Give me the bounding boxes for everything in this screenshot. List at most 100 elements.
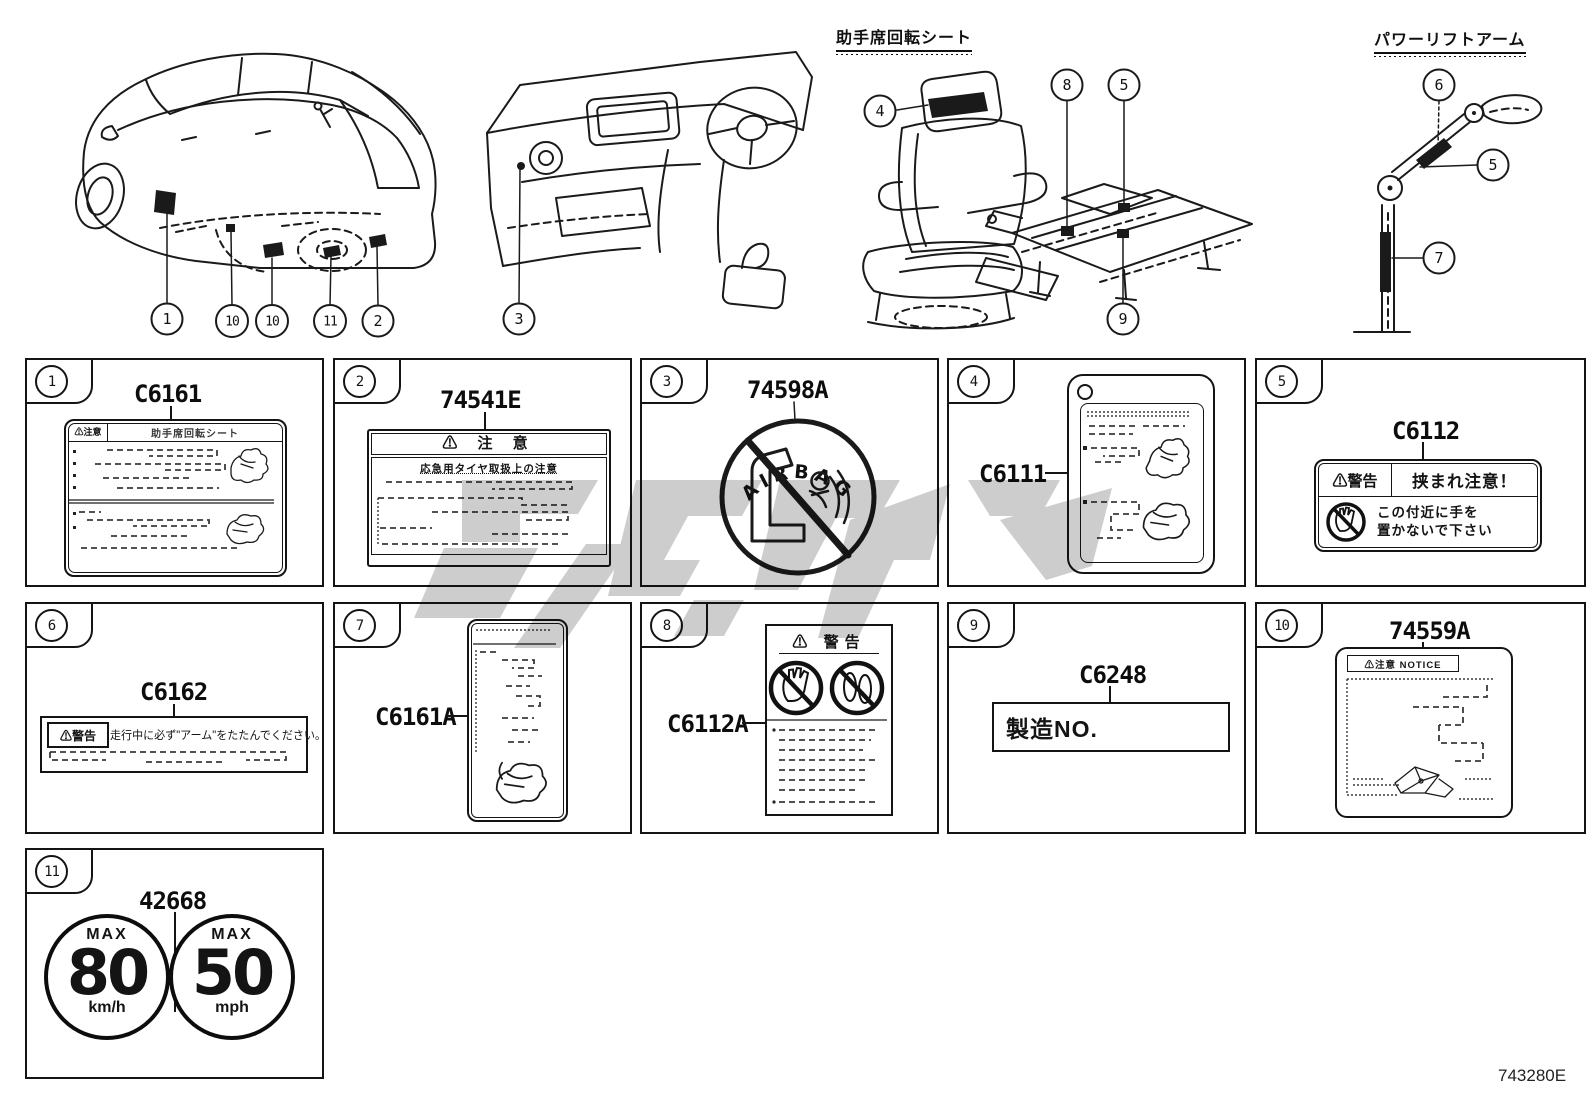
parts-cell-7: 7 C6161A xyxy=(333,602,632,834)
cell-tab: 9 xyxy=(947,602,1015,648)
heading-rotating-seat: 助手席回転シート xyxy=(836,24,972,55)
label-mark-8 xyxy=(1061,226,1074,236)
top-illustrations: 1 10 10 11 2 3 4 8 5 9 6 5 7 xyxy=(75,51,1543,338)
callout-9: 9 xyxy=(1106,302,1140,336)
cell-tab: 4 xyxy=(947,358,1015,404)
leader-line xyxy=(447,715,467,717)
callout-badge-10: 10 xyxy=(1265,609,1298,642)
leader-line xyxy=(1422,442,1424,459)
svg-text:9: 9 xyxy=(1118,310,1127,328)
airbag-pictogram xyxy=(744,437,852,559)
caution-label-c6161: ⚠注意 助手席回転シート xyxy=(64,419,287,577)
part-number: C6161A xyxy=(375,703,457,731)
heading-power-lift-arm: パワーリフトアーム xyxy=(1374,26,1526,57)
callout-badge-11: 11 xyxy=(35,855,68,888)
part-number: C6162 xyxy=(140,678,208,706)
part-number: 74559A xyxy=(1389,617,1471,645)
callout-1: 1 xyxy=(150,302,184,336)
svg-text:11: 11 xyxy=(323,315,337,330)
mph-value: 50 xyxy=(191,936,275,1009)
dashboard-illustration xyxy=(486,51,813,310)
parts-cell-2: 2 74541E ⚠ 注 意 応急用タイヤ取扱上の注意 xyxy=(333,358,632,587)
parts-cell-4: 4 C6111 xyxy=(947,358,1246,587)
cell-tab: 2 xyxy=(333,358,401,404)
parts-cell-5: 5 C6112 ⚠警告 挟まれ注意！ この付近に手を 置かないで下さい xyxy=(1255,358,1586,587)
no-feet-icon xyxy=(829,660,885,716)
svg-text:3: 3 xyxy=(514,310,523,328)
leader-line xyxy=(1045,472,1067,474)
car-illustration xyxy=(75,52,437,306)
label-body-sketch xyxy=(1083,411,1190,541)
document-code: 743280E xyxy=(1498,1066,1567,1085)
header-underline xyxy=(779,653,879,657)
part-number: 74598A xyxy=(747,376,829,404)
svg-text:4: 4 xyxy=(875,102,884,120)
callout-badge-1: 1 xyxy=(35,365,68,398)
svg-text:5: 5 xyxy=(1488,156,1497,174)
label-text: 製造NO. xyxy=(1006,716,1098,742)
callout-11: 11 xyxy=(313,304,347,338)
cell-tab: 3 xyxy=(640,358,708,404)
part-number: 74541E xyxy=(440,386,522,414)
label-header: ⚠警告 挟まれ注意！ xyxy=(1319,464,1537,497)
leader-line xyxy=(742,722,765,724)
rotating-seat-illustration xyxy=(862,70,1048,330)
max-text: MAX xyxy=(86,926,128,943)
label-mark-2 xyxy=(369,234,387,248)
svg-text:8: 8 xyxy=(1062,76,1071,94)
kmh-unit: km/h xyxy=(88,999,126,1017)
leader-line xyxy=(1422,642,1424,647)
callout-badge-7: 7 xyxy=(343,609,376,642)
leader-line xyxy=(1109,686,1111,702)
callout-8: 8 xyxy=(1050,68,1084,102)
label-text: この付近に手を 置かないで下さい xyxy=(1377,504,1493,538)
label-mark-10b xyxy=(263,242,284,258)
part-number: C6112 xyxy=(1392,417,1460,445)
svg-text:5: 5 xyxy=(1119,76,1128,94)
label-fuzz xyxy=(49,751,287,763)
label-mark-9 xyxy=(1117,229,1129,238)
svg-text:2: 2 xyxy=(373,312,382,330)
speed-limit-mph-badge: MAX 50 mph xyxy=(169,914,295,1040)
speed-limit-kmh-badge: MAX 80 km/h xyxy=(44,914,170,1040)
part-number: C6161 xyxy=(134,380,202,408)
part-number: C6111 xyxy=(979,460,1047,488)
callout-badge-2: 2 xyxy=(343,365,376,398)
label-subtitle: 応急用タイヤ取扱上の注意 xyxy=(420,463,558,475)
svg-text:6: 6 xyxy=(1434,76,1443,94)
parts-cell-3: 3 74598A AIRBAG xyxy=(640,358,939,587)
callout-5a: 5 xyxy=(1107,68,1141,102)
part-number: C6112A xyxy=(667,710,749,738)
serial-number-label: 製造NO. xyxy=(992,702,1230,752)
callout-10b: 10 xyxy=(255,304,289,338)
caution-label-74541e: ⚠ 注 意 応急用タイヤ取扱上の注意 xyxy=(367,429,611,567)
leader-line xyxy=(173,704,175,716)
label-mark-door xyxy=(154,190,176,215)
label-mark-11 xyxy=(323,245,341,258)
callout-badge-6: 6 xyxy=(35,609,68,642)
callout-badge-5: 5 xyxy=(1265,365,1298,398)
label-body-sketch xyxy=(473,629,556,804)
cell-tab: 11 xyxy=(25,848,93,894)
mph-unit: mph xyxy=(215,999,249,1017)
leader-line xyxy=(484,412,486,429)
cell-tab: 8 xyxy=(640,602,708,648)
callout-badge-8: 8 xyxy=(650,609,683,642)
notice-header: ⚠注意 NOTICE xyxy=(1347,655,1459,672)
label-mark-7 xyxy=(1380,232,1391,292)
label-text: 走行中に必ず"アーム"をたたんでください。 xyxy=(110,730,327,742)
caution-label-c6161a xyxy=(467,619,568,822)
label-body-sketch xyxy=(767,660,887,804)
seat-base-illustration xyxy=(975,100,1253,304)
kmh-value: 80 xyxy=(66,936,150,1009)
leader-line xyxy=(170,406,172,419)
label-body-sketch xyxy=(69,448,274,549)
caution-label-c6112: ⚠警告 挟まれ注意！ この付近に手を 置かないで下さい xyxy=(1314,459,1542,552)
label-mark-6 xyxy=(1416,138,1452,169)
label-body-sketch xyxy=(377,481,573,545)
warning-tag: ⚠警告 xyxy=(1319,464,1392,496)
warning-tag: ⚠警告 xyxy=(47,722,109,748)
label-header: ⚠ 注 意 xyxy=(371,433,607,455)
svg-text:7: 7 xyxy=(1434,249,1443,267)
